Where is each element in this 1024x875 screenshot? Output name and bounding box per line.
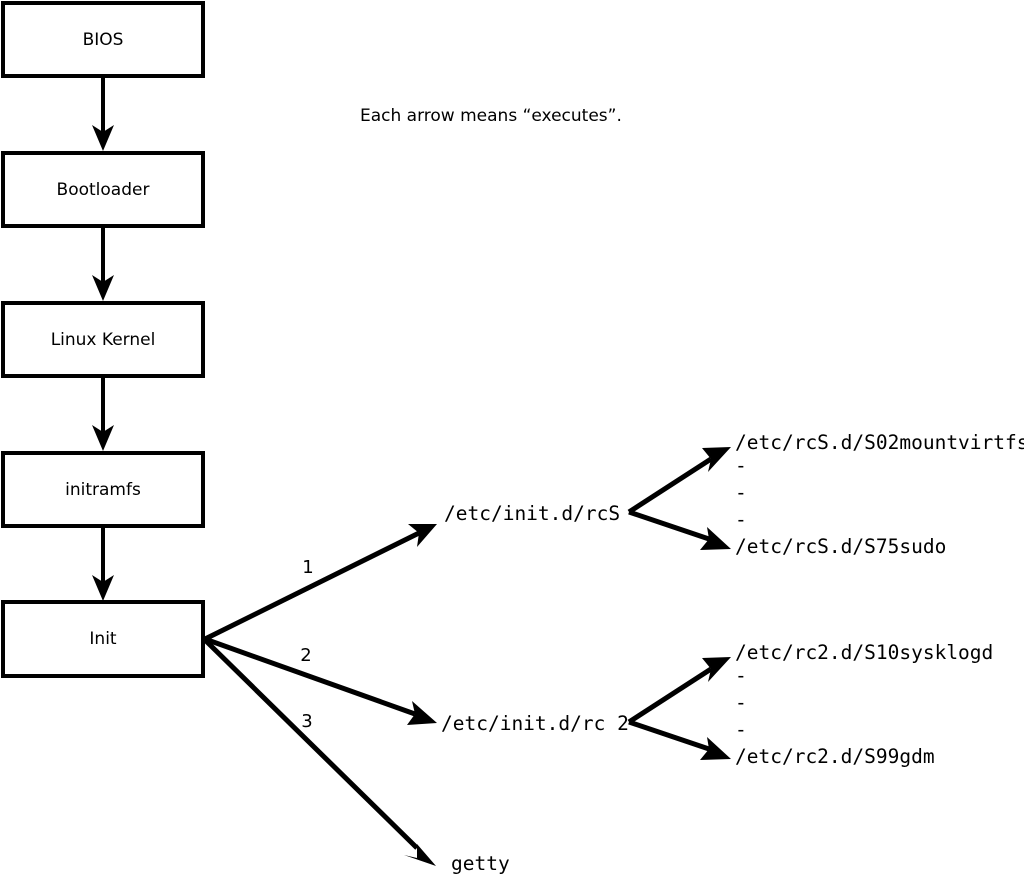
- node-initramfs: initramfs: [1, 451, 205, 528]
- rc2-fanout-group: /etc/rc2.d/S10sysklogd - - - /etc/rc2.d/…: [627, 641, 993, 768]
- init-branch-3: 3: [203, 638, 436, 866]
- label-init-d-rc2: /etc/init.d/rc 2: [441, 712, 629, 735]
- node-init-label: Init: [89, 629, 117, 649]
- node-init: Init: [1, 600, 205, 678]
- node-bios-label: BIOS: [83, 30, 124, 50]
- node-initramfs-label: initramfs: [65, 480, 141, 500]
- rc2-ellipsis-1: -: [735, 664, 747, 687]
- init-branch-2: 2: [204, 636, 437, 725]
- label-getty: getty: [451, 852, 510, 875]
- node-bootloader: Bootloader: [1, 151, 205, 228]
- arrow-initramfs-to-init: [92, 526, 114, 601]
- node-linux-kernel-rect: [1, 301, 205, 378]
- mid-labels-group: /etc/init.d/rcS /etc/init.d/rc 2 getty: [441, 502, 629, 875]
- vertical-arrows-group: [92, 76, 114, 601]
- rcs-ellipsis-1: -: [735, 454, 747, 477]
- boot-chain-group: BIOS Bootloader Linux Kernel initramfs I…: [1, 1, 205, 678]
- node-linux-kernel: Linux Kernel: [1, 301, 205, 378]
- init-branch-2-number: 2: [300, 645, 311, 666]
- rc2-ellipsis-2: -: [735, 691, 747, 714]
- rc2-branch-first: [627, 657, 731, 725]
- rcs-branch-last: [628, 509, 731, 550]
- rc2-script-last: /etc/rc2.d/S99gdm: [735, 745, 935, 768]
- rc2-ellipsis-3: -: [735, 718, 747, 741]
- init-branch-1: 1: [203, 524, 437, 642]
- node-init-rect: [1, 600, 205, 678]
- caption-text: Each arrow means “executes”.: [360, 106, 622, 126]
- node-linux-kernel-label: Linux Kernel: [51, 330, 156, 350]
- node-bootloader-label: Bootloader: [57, 180, 150, 200]
- rcs-fanout-group: /etc/rcS.d/S02mountvirtfs - - - /etc/rcS…: [627, 431, 1024, 558]
- arrow-bootloader-to-kernel: [92, 226, 114, 301]
- init-branch-1-number: 1: [302, 557, 313, 578]
- init-fanout-group: 1 2 3: [203, 524, 437, 866]
- rcs-script-last: /etc/rcS.d/S75sudo: [735, 535, 946, 558]
- init-branch-3-number: 3: [301, 711, 312, 732]
- rcs-ellipsis-2: -: [735, 481, 747, 504]
- label-init-d-rcs: /etc/init.d/rcS: [444, 502, 620, 525]
- node-bios: BIOS: [1, 1, 205, 78]
- arrow-bios-to-bootloader: [92, 76, 114, 151]
- node-bios-rect: [1, 1, 205, 78]
- arrow-kernel-to-initramfs: [92, 376, 114, 451]
- rc2-script-first: /etc/rc2.d/S10sysklogd: [735, 641, 993, 664]
- rcs-branch-first: [627, 447, 731, 515]
- rc2-branch-last: [628, 719, 731, 760]
- rcs-script-first: /etc/rcS.d/S02mountvirtfs: [735, 431, 1024, 454]
- rcs-ellipsis-3: -: [735, 508, 747, 531]
- node-initramfs-rect: [1, 451, 205, 528]
